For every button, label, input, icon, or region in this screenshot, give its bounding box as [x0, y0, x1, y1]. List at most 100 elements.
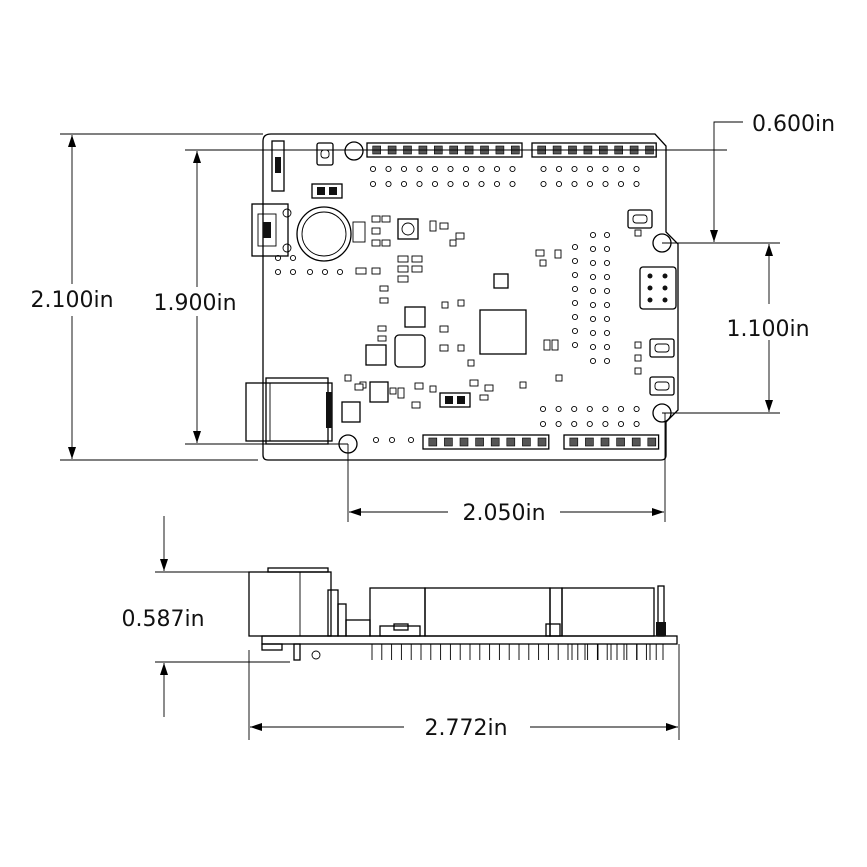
via [603, 357, 611, 365]
smd-part [441, 301, 449, 309]
via [407, 436, 415, 444]
dim-label-total-length: 2.772in [424, 716, 507, 741]
via [602, 405, 609, 413]
reset-button [627, 209, 653, 229]
dim-right-height: 1.100in [662, 242, 810, 414]
smd-part [355, 267, 367, 275]
smd-part [439, 222, 449, 230]
header-pin [616, 437, 625, 447]
board-side-view [248, 567, 678, 661]
icsp-header [639, 266, 677, 310]
mcu-chip [479, 309, 527, 355]
via [540, 165, 547, 173]
via [633, 180, 640, 188]
boot-button [649, 376, 675, 396]
via [589, 231, 597, 239]
via [571, 271, 579, 279]
via [589, 245, 597, 253]
via [289, 268, 297, 276]
dim-total-height: 2.100in [30, 133, 263, 461]
smd-part [484, 384, 494, 392]
mounting-hole [344, 141, 364, 161]
via [571, 299, 579, 307]
via [447, 180, 454, 188]
via [509, 165, 516, 173]
smd-part [439, 325, 449, 333]
via [400, 165, 408, 173]
via [369, 180, 377, 188]
header-pin [506, 437, 516, 447]
via [589, 273, 597, 281]
via [633, 420, 640, 428]
header-pin [459, 437, 469, 447]
via [603, 287, 611, 295]
smd-components [344, 215, 642, 409]
header-pin [631, 437, 641, 447]
via [478, 165, 485, 173]
smd-part [371, 215, 381, 223]
via [571, 165, 578, 173]
via [589, 357, 597, 365]
via [321, 268, 329, 276]
via [633, 405, 640, 413]
smd-part [634, 229, 642, 237]
dim-inner-height: 1.900in [153, 149, 354, 445]
dim-side-height: 0.587in [121, 516, 290, 717]
via [447, 165, 454, 173]
dim-top-offset: 0.600in [354, 112, 835, 244]
smd-part [411, 265, 423, 273]
smd-part [354, 383, 364, 391]
via [603, 343, 611, 351]
via [603, 231, 611, 239]
via [617, 420, 625, 428]
via [571, 420, 578, 428]
via [586, 165, 594, 173]
via [555, 180, 563, 188]
dim-label-inner-height: 1.900in [153, 291, 236, 316]
header-strip [422, 434, 550, 450]
via [603, 245, 611, 253]
smd-part [543, 339, 551, 351]
header-pin [444, 437, 453, 447]
via [385, 165, 392, 173]
via [571, 180, 578, 188]
via [603, 315, 611, 323]
via [633, 165, 640, 173]
via [603, 329, 611, 337]
via [540, 180, 547, 188]
user-button [649, 338, 675, 358]
via [589, 287, 597, 295]
header-pin [600, 437, 610, 447]
via [586, 420, 593, 428]
via [589, 343, 597, 351]
smd-part [554, 249, 562, 259]
via [602, 180, 609, 188]
dim-label-total-height: 2.100in [30, 288, 113, 313]
smd-part [634, 367, 642, 375]
smd-part [344, 374, 352, 382]
via [571, 243, 579, 251]
via [589, 259, 597, 267]
smd-part [467, 359, 475, 367]
smd-part [551, 339, 559, 351]
via [602, 420, 609, 428]
smd-part [439, 344, 449, 352]
via [586, 405, 593, 413]
via [539, 420, 547, 428]
via [372, 436, 380, 444]
smd-part [397, 275, 409, 283]
header-pin [428, 437, 438, 447]
smd-part [377, 325, 387, 332]
via [571, 341, 579, 349]
smd-part [411, 255, 423, 263]
barrel-jack [245, 377, 333, 445]
smd-part [457, 299, 465, 307]
via [462, 165, 470, 173]
via [493, 165, 501, 173]
smd-part [371, 267, 381, 275]
smd-part [455, 232, 465, 240]
via [603, 273, 611, 281]
smd-part [634, 341, 642, 349]
via [617, 405, 625, 413]
via [431, 165, 439, 173]
